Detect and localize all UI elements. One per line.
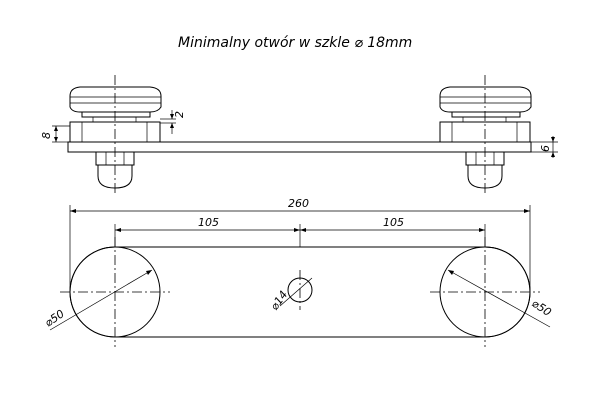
dim-left-spacing-label: 105 [198,216,219,229]
left-diameter-label: ⌀50 [42,307,66,329]
left-fitting [69,75,162,196]
dim-plate-thickness: 6 [531,136,558,158]
dim-overall-length-label: 260 [288,197,309,210]
dim-gap-label: 2 [173,111,186,118]
right-diameter-label: ⌀50 [529,297,553,319]
dim-right-spacing-label: 105 [383,216,404,229]
drawing-note: Minimalny otwór w szkle ⌀ 18mm [178,35,412,51]
center-hole-label: ⌀14 [268,288,290,312]
dim-gap: 2 [160,110,186,134]
top-view: ⌀14 ⌀50 ⌀50 260 105 105 [42,197,554,347]
side-view: 8 2 6 [40,75,558,196]
dim-height-left-label: 8 [40,132,53,139]
side-plate [67,141,532,153]
dim-overall-length: 260 [69,197,531,290]
right-fitting [439,75,532,196]
dim-plate-thickness-label: 6 [539,145,552,152]
dim-height-left: 8 [40,125,70,143]
center-hole [287,277,313,303]
dim-spacing: 105 105 [114,216,486,247]
